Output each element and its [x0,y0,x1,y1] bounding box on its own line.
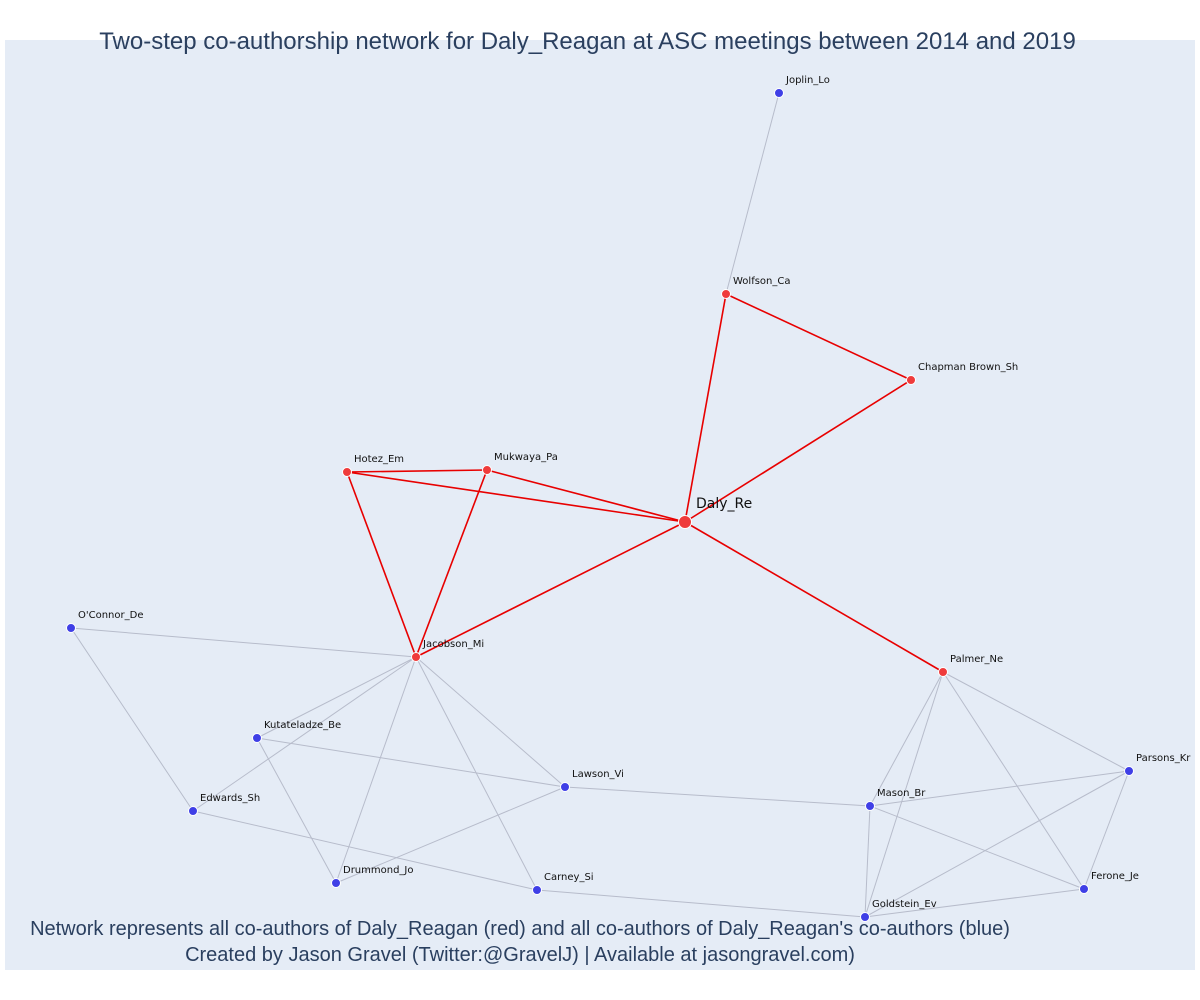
node-jacobson-mi[interactable] [411,652,421,662]
edge-lawson-vi-drummond-jo [335,786,566,884]
node-label-kutateladze-be: Kutateladze_Be [264,720,341,731]
node-daly-re[interactable] [678,515,692,529]
edge-daly-re-hotez-em [346,471,686,523]
node-kutateladze-be[interactable] [252,733,262,743]
edge-daly-re-mukwaya-pa [486,469,686,523]
edge-palmer-ne-goldstein-ev [864,671,944,918]
node-lawson-vi[interactable] [560,782,570,792]
node-wolfson-ca[interactable] [721,289,731,299]
edge-daly-re-jacobson-mi [415,521,686,658]
node-label-o-connor-de: O'Connor_De [78,610,143,621]
edge-jacobson-mi-drummond-jo [335,656,417,884]
edge-wolfson-ca-joplin-lo [725,92,780,295]
node-label-mukwaya-pa: Mukwaya_Pa [494,452,558,463]
node-label-hotez-em: Hotez_Em [354,454,404,465]
edge-mukwaya-pa-jacobson-mi [415,469,488,658]
edge-hotez-em-jacobson-mi [346,471,417,658]
node-ferone-je[interactable] [1079,884,1089,894]
edge-jacobson-mi-lawson-vi [415,656,566,788]
node-label-goldstein-ev: Goldstein_Ev [872,899,937,910]
edge-edwards-sh-carney-si [192,810,538,891]
edge-hotez-em-mukwaya-pa [346,469,488,473]
node-edwards-sh[interactable] [188,806,198,816]
node-goldstein-ev[interactable] [860,912,870,922]
node-label-joplin-lo: Joplin_Lo [785,75,830,86]
edge-carney-si-goldstein-ev [536,889,866,918]
edge-jacobson-mi-carney-si [415,656,538,891]
node-label-ferone-je: Ferone_Je [1091,871,1139,882]
edge-wolfson-ca-chapman-brown-sh [725,293,912,381]
node-label-daly-re: Daly_Re [696,496,752,512]
edge-palmer-ne-mason-br [869,671,944,807]
node-label-palmer-ne: Palmer_Ne [950,654,1003,665]
edge-palmer-ne-parsons-kr [942,671,1130,772]
edge-mason-br-parsons-kr [869,770,1130,807]
node-label-drummond-jo: Drummond_Jo [343,865,414,876]
node-label-wolfson-ca: Wolfson_Ca [733,276,791,287]
plot-background [5,40,1195,970]
edge-daly-re-chapman-brown-sh [684,379,912,523]
nodes-layer [66,88,1134,922]
edge-mason-br-ferone-je [869,805,1085,890]
node-label-parsons-kr: Parsons_Kr [1136,753,1191,764]
node-parsons-kr[interactable] [1124,766,1134,776]
edge-o-connor-de-edwards-sh [70,627,194,812]
edge-kutateladze-be-lawson-vi [256,737,566,788]
caption-line-2: Created by Jason Gravel (Twitter:@Gravel… [185,944,855,966]
edge-palmer-ne-ferone-je [942,671,1085,890]
node-label-lawson-vi: Lawson_Vi [572,769,624,780]
node-hotez-em[interactable] [342,467,352,477]
node-label-edwards-sh: Edwards_Sh [200,793,260,804]
node-drummond-jo[interactable] [331,878,341,888]
node-palmer-ne[interactable] [938,667,948,677]
node-label-chapman-brown-sh: Chapman Brown_Sh [918,362,1018,373]
edge-parsons-kr-goldstein-ev [864,770,1130,918]
edge-lawson-vi-mason-br [564,786,871,807]
edge-jacobson-mi-edwards-sh [192,656,417,812]
node-label-carney-si: Carney_Si [544,872,594,883]
node-label-mason-br: Mason_Br [877,788,926,799]
graph-title: Two-step co-authorship network for Daly_… [99,28,1076,55]
edge-mason-br-goldstein-ev [864,805,871,918]
node-mason-br[interactable] [865,801,875,811]
node-o-connor-de[interactable] [66,623,76,633]
edge-goldstein-ev-ferone-je [864,888,1085,918]
edge-daly-re-wolfson-ca [684,293,727,523]
node-chapman-brown-sh[interactable] [906,375,916,385]
node-carney-si[interactable] [532,885,542,895]
edge-jacobson-mi-kutateladze-be [256,656,417,739]
node-mukwaya-pa[interactable] [482,465,492,475]
edge-jacobson-mi-o-connor-de [70,627,417,658]
node-label-jacobson-mi: Jacobson_Mi [422,639,484,650]
node-joplin-lo[interactable] [774,88,784,98]
edge-parsons-kr-ferone-je [1083,770,1130,890]
edge-kutateladze-be-drummond-jo [256,737,337,884]
edges-layer [70,92,1130,918]
edge-daly-re-palmer-ne [684,521,944,673]
caption-line-1: Network represents all co-authors of Dal… [30,918,1010,940]
